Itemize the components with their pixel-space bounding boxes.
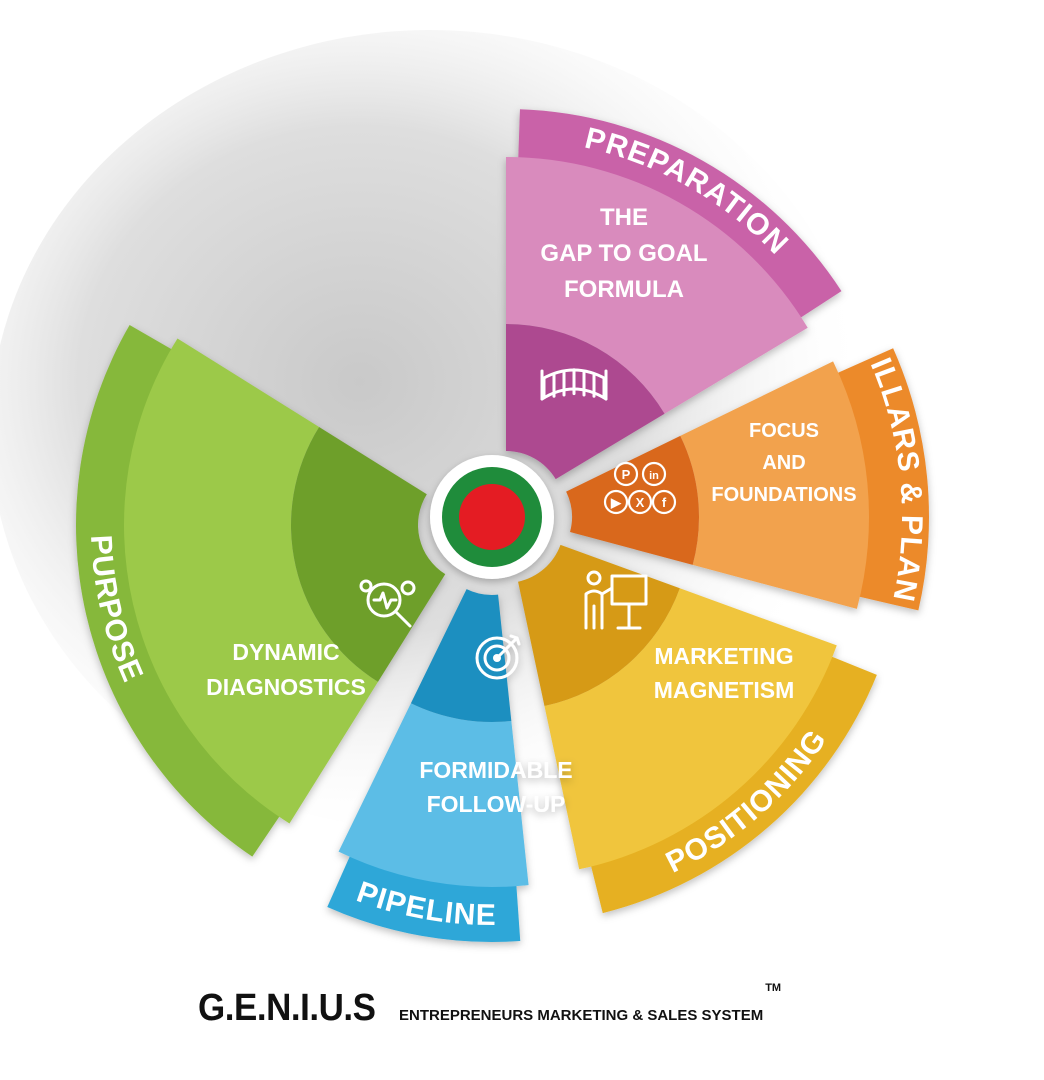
- hub-wedge: [566, 435, 700, 565]
- brand-title: G.E.N.I.U.S: [198, 987, 376, 1029]
- hub-wedge: [291, 426, 446, 682]
- svg-text:X: X: [636, 495, 645, 510]
- hub-wedge: [410, 589, 512, 722]
- brand-tagline: ENTREPRENEURS MARKETING & SALES SYSTEM: [398, 1007, 764, 1024]
- svg-text:in: in: [649, 470, 659, 482]
- presenter-board-icon: [584, 570, 648, 630]
- youtube-icon: ▶: [603, 489, 629, 515]
- linkedin-icon: in: [641, 461, 667, 487]
- target-icon: [475, 634, 521, 680]
- main-wedge: [680, 361, 869, 609]
- hub-wedge: [518, 544, 680, 706]
- facebook-icon: f: [651, 489, 677, 515]
- outer-ring-band: [327, 849, 521, 942]
- main-wedge: [338, 703, 529, 887]
- svg-text:▶: ▶: [610, 495, 622, 510]
- outer-ring-band: [831, 348, 929, 611]
- main-wedge: [506, 157, 808, 414]
- trademark-mark: TM: [765, 982, 782, 994]
- svg-text:f: f: [662, 495, 667, 510]
- outer-ring-band: [75, 325, 284, 857]
- footer: G.E.N.I.U.S ENTREPRENEURS MARKETING & SA…: [198, 980, 781, 1030]
- x-icon: X: [627, 489, 653, 515]
- main-wedge: [124, 338, 378, 824]
- magnifier-gears-icon: [359, 579, 416, 628]
- center-red-disc: [459, 484, 525, 550]
- hub-wedge: [506, 324, 665, 480]
- bridge-icon: [540, 368, 608, 401]
- main-wedge: [544, 588, 837, 870]
- pinterest-icon: P: [613, 461, 639, 487]
- svg-text:P: P: [622, 467, 631, 482]
- center-emblem: [430, 455, 554, 579]
